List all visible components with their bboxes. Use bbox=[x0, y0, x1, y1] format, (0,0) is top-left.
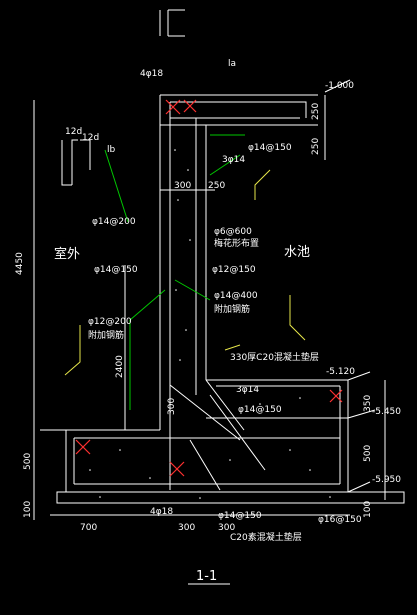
direction-marks bbox=[64, 169, 306, 376]
rebar-lines bbox=[73, 101, 341, 491]
dim-v350: 350 bbox=[363, 395, 373, 412]
lb-label: lb bbox=[107, 145, 116, 155]
hook-detail bbox=[61, 139, 91, 186]
dim-300: 300 bbox=[174, 181, 191, 191]
hook-label-a: 12d bbox=[65, 127, 82, 137]
dim-v100a: 100 bbox=[23, 501, 33, 518]
rebar-label-10: 3φ14 bbox=[236, 385, 259, 395]
la-label: la bbox=[228, 59, 236, 69]
rebar-label-11: φ14@150 bbox=[238, 405, 282, 415]
bottom-bar-label: 4φ18 bbox=[150, 507, 173, 517]
dim-300c: 300 bbox=[218, 523, 235, 533]
hook-label-b: 12d bbox=[82, 133, 99, 143]
rebar-note-8: 附加钢筋 bbox=[88, 329, 124, 341]
dim-v250b: 250 bbox=[311, 138, 321, 155]
rebar-label-3: φ14@200 bbox=[92, 217, 136, 227]
wall-outline bbox=[56, 94, 405, 504]
elevation-5120: -5.120 bbox=[326, 367, 355, 377]
dim-300b: 300 bbox=[178, 523, 195, 533]
dim-v500a: 500 bbox=[23, 453, 33, 470]
dim-700: 700 bbox=[80, 523, 97, 533]
dim-4450: 4450 bbox=[15, 252, 25, 275]
dim-v100b: 100 bbox=[363, 501, 373, 518]
dim-v250a: 250 bbox=[311, 103, 321, 120]
pool-label: 水池 bbox=[284, 245, 310, 260]
rebar-note-4: 梅花形布置 bbox=[214, 237, 259, 249]
corner-bars bbox=[75, 99, 343, 477]
section-title: 1-1 bbox=[196, 569, 217, 584]
bottom-rebar-label-2: φ14@150 bbox=[218, 511, 262, 521]
dim-v300: 300 bbox=[167, 398, 177, 415]
rebar-label-1: φ14@150 bbox=[248, 143, 292, 153]
dim-2400: 2400 bbox=[115, 355, 125, 378]
top-bar-label: 4φ18 bbox=[140, 69, 163, 79]
dim-250: 250 bbox=[208, 181, 225, 191]
rebar-label-6: φ12@150 bbox=[212, 265, 256, 275]
rebar-label-4: φ6@600 bbox=[214, 227, 252, 237]
dim-v500b: 500 bbox=[363, 445, 373, 462]
leader-lines bbox=[104, 134, 245, 410]
rebar-label-8: φ12@200 bbox=[88, 317, 132, 327]
dimension-lines bbox=[33, 79, 386, 520]
section-cut-mark bbox=[159, 9, 185, 37]
outside-label: 室外 bbox=[54, 246, 80, 262]
bottom-rebar-label-3: φ16@150 bbox=[318, 515, 362, 525]
rebar-label-2: 3φ14 bbox=[222, 155, 245, 165]
bottom-note: C20素混凝土垫层 bbox=[230, 531, 302, 543]
elevation-5450: -5.450 bbox=[372, 407, 401, 417]
rebar-label-7: φ14@400 bbox=[214, 291, 258, 301]
rebar-label-9: 330厚C20混凝土垫层 bbox=[230, 351, 319, 363]
concrete-hatch bbox=[89, 149, 331, 499]
elevation-top: -1.000 bbox=[325, 81, 354, 91]
rebar-label-5: φ14@150 bbox=[94, 265, 138, 275]
rebar-note-7: 附加钢筋 bbox=[214, 303, 250, 315]
elevation-5950: -5.950 bbox=[372, 475, 401, 485]
